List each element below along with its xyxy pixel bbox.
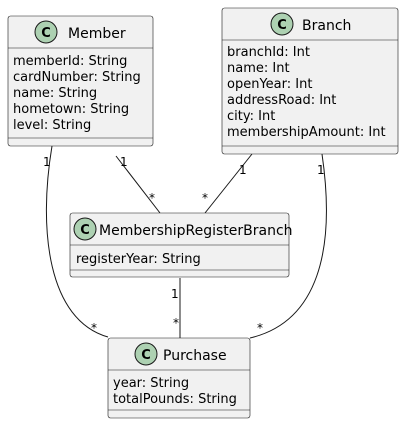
class-badge-letter: C bbox=[141, 348, 151, 363]
branch-purchase-to-multiplicity: * bbox=[257, 321, 263, 335]
attribute: membershipAmount: Int bbox=[227, 125, 386, 140]
attribute: branchId: Int bbox=[227, 45, 310, 60]
class-name: Purchase bbox=[163, 348, 227, 364]
mrb-purchase-to-multiplicity: * bbox=[173, 316, 179, 330]
attribute: name: Int bbox=[227, 61, 290, 76]
class-name: Member bbox=[68, 26, 126, 42]
multiplicities: 1 * 1 * 1 * 1 * 1 * bbox=[43, 155, 325, 335]
class-badge-letter: C bbox=[80, 223, 90, 238]
attribute: name: String bbox=[13, 86, 97, 101]
class-purchase[interactable]: C Purchase year: String totalPounds: Str… bbox=[107, 337, 251, 419]
attribute: memberId: String bbox=[13, 54, 127, 69]
member-purchase-to-multiplicity: * bbox=[91, 321, 97, 335]
class-badge-letter: C bbox=[277, 18, 287, 33]
member-to-purchase-line bbox=[45, 145, 109, 338]
member-mrb-to-multiplicity: * bbox=[149, 191, 155, 205]
branch-to-mrb-line bbox=[204, 153, 253, 214]
branch-to-purchase-line bbox=[249, 153, 327, 339]
attribute: openYear: Int bbox=[227, 77, 312, 92]
member-purchase-from-multiplicity: 1 bbox=[43, 155, 51, 169]
class-name: MembershipRegisterBranch bbox=[99, 223, 293, 239]
branch-mrb-from-multiplicity: 1 bbox=[239, 163, 247, 177]
attribute: hometown: String bbox=[13, 102, 129, 117]
class-badge-icon bbox=[134, 342, 158, 366]
association-lines bbox=[45, 145, 327, 339]
mrb-purchase-from-multiplicity: 1 bbox=[171, 287, 179, 301]
member-mrb-from-multiplicity: 1 bbox=[120, 155, 128, 169]
class-badge-letter: C bbox=[41, 26, 51, 41]
attribute: registerYear: String bbox=[76, 252, 201, 267]
class-badge-icon bbox=[34, 20, 58, 44]
class-branch[interactable]: C Branch branchId: Int name: Int openYea… bbox=[221, 7, 399, 155]
class-badge-icon bbox=[73, 217, 97, 241]
attribute: level: String bbox=[13, 118, 91, 133]
class-badge-icon bbox=[270, 12, 294, 36]
branch-mrb-to-multiplicity: * bbox=[202, 191, 208, 205]
attribute: totalPounds: String bbox=[113, 392, 237, 407]
attribute: addressRoad: Int bbox=[227, 93, 336, 108]
attribute: city: Int bbox=[227, 109, 275, 124]
class-member[interactable]: C Member memberId: String cardNumber: St… bbox=[7, 15, 154, 147]
class-membership-register-branch[interactable]: C MembershipRegisterBranch registerYear:… bbox=[69, 212, 293, 278]
attribute: year: String bbox=[113, 376, 189, 391]
member-to-mrb-line bbox=[115, 155, 161, 214]
branch-purchase-from-multiplicity: 1 bbox=[317, 163, 325, 177]
class-name: Branch bbox=[302, 18, 351, 34]
attribute: cardNumber: String bbox=[13, 70, 141, 85]
